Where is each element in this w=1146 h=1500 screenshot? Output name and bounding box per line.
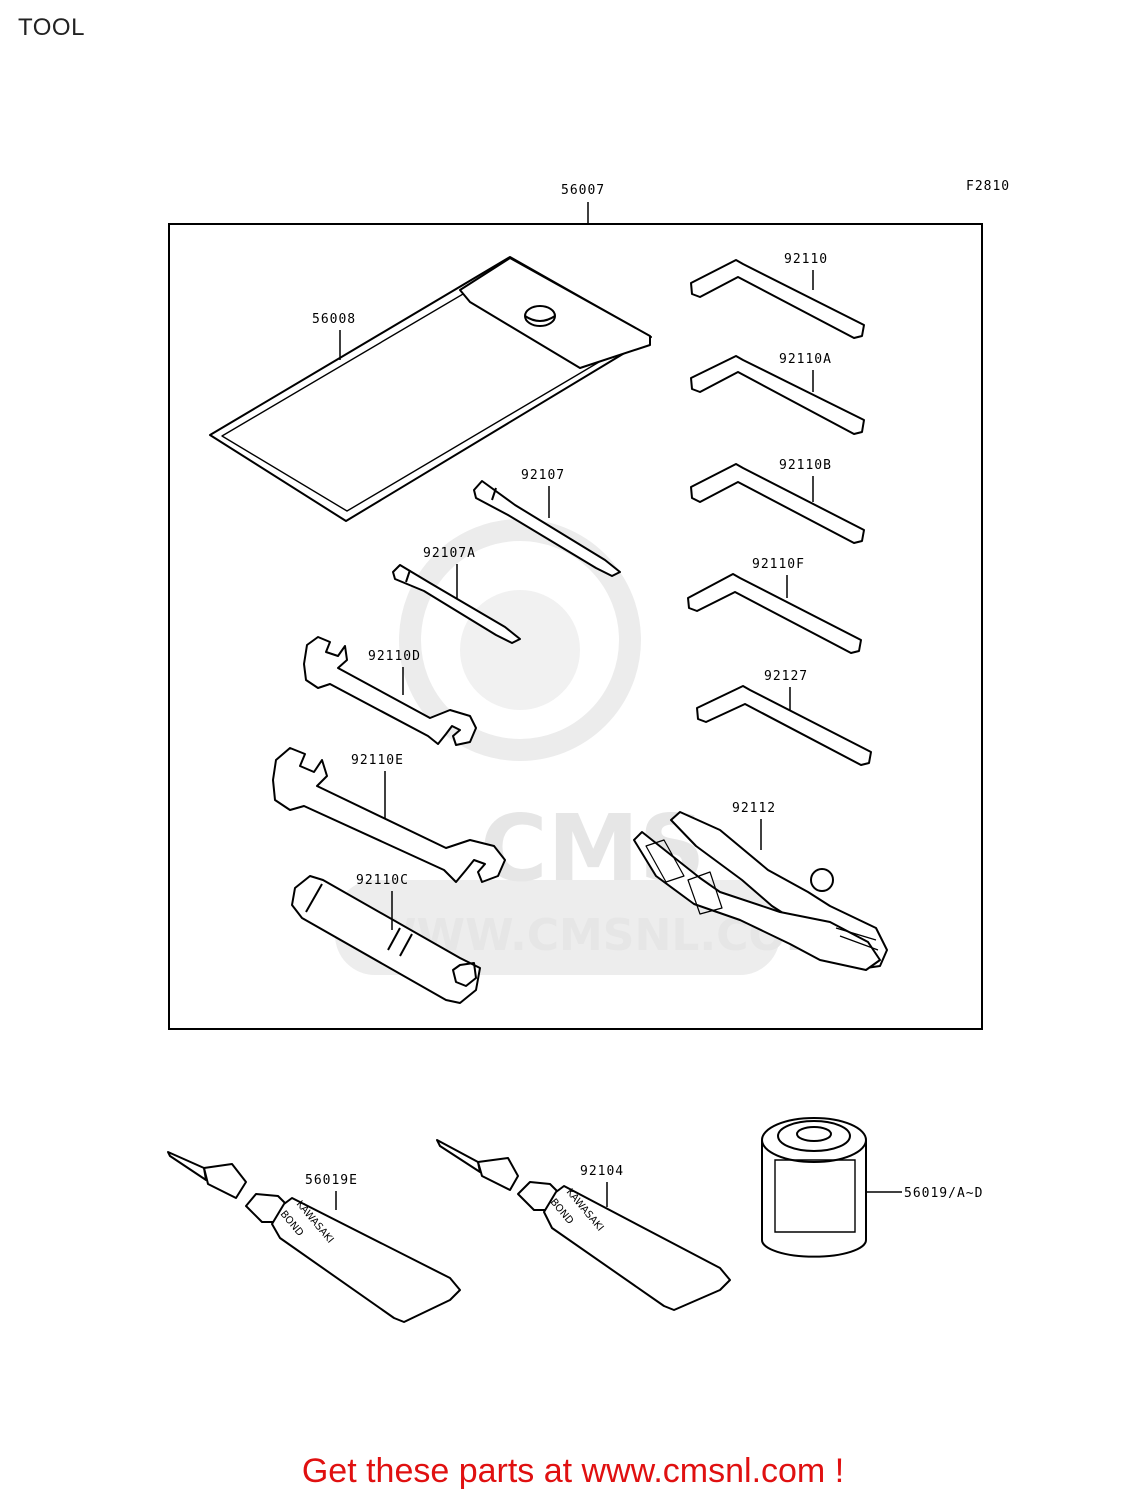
screwdrivers — [393, 481, 620, 643]
box-wrench — [292, 876, 480, 1003]
footer-link[interactable]: Get these parts at www.cmsnl.com ! — [301, 1452, 845, 1490]
bond-tube-1: KAWASAKI BOND — [168, 1152, 460, 1322]
label-92110B: 92110B — [779, 458, 832, 473]
label-92107A: 92107A — [423, 546, 476, 561]
pliers — [634, 812, 887, 970]
label-92110: 92110 — [784, 252, 828, 267]
label-92110D: 92110D — [368, 649, 421, 664]
label-92127: 92127 — [764, 669, 808, 684]
label-56008: 56008 — [312, 312, 356, 327]
can — [762, 1118, 866, 1257]
label-92110E: 92110E — [351, 753, 404, 768]
label-92110A: 92110A — [779, 352, 832, 367]
label-56019E: 56019E — [305, 1173, 358, 1188]
label-56019: 56019/A~D — [904, 1186, 983, 1201]
kit-frame — [169, 224, 982, 1029]
label-92104: 92104 — [580, 1164, 624, 1179]
label-92110C: 92110C — [356, 873, 409, 888]
label-92110F: 92110F — [752, 557, 805, 572]
tool-bag — [210, 257, 651, 521]
label-92112: 92112 — [732, 801, 776, 816]
figure-code: F2810 — [966, 179, 1010, 194]
page-title: TOOL — [18, 14, 85, 41]
wrenches — [273, 637, 505, 882]
hex-keys — [688, 260, 871, 765]
label-92107: 92107 — [521, 468, 565, 483]
bond-tube-2: KAWASAKI BOND — [437, 1140, 730, 1310]
label-56007: 56007 — [561, 183, 605, 198]
